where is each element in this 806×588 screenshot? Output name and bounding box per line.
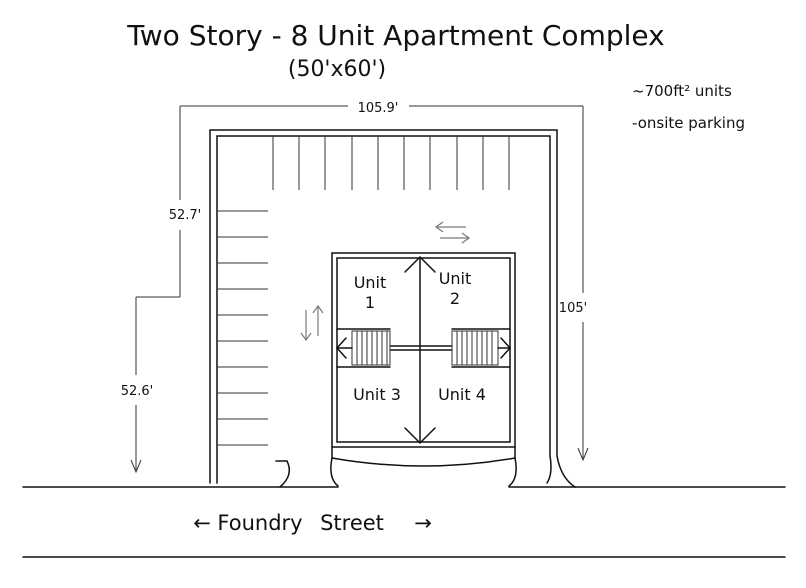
page-title: Two Story - 8 Unit Apartment Complex [126, 19, 664, 52]
unit-1-label: Unit [354, 273, 387, 292]
traffic-arrows-horizontal [434, 221, 471, 244]
street [22, 486, 786, 558]
note-parking: -onsite parking [632, 114, 745, 132]
dimension-left-lower: 52.6' [121, 384, 154, 399]
street-arrow-left: ← [193, 511, 211, 535]
parking-lot [209, 129, 558, 484]
traffic-arrows-vertical [300, 304, 324, 342]
driveway-curbs [275, 446, 576, 488]
dimension-left-upper: 52.7' [169, 208, 202, 223]
unit-1-number: 1 [365, 293, 375, 312]
unit-2-number: 2 [450, 289, 460, 308]
property-boundary [130, 105, 589, 474]
street-name-part1: Foundry [217, 511, 302, 535]
dimension-right: 105' [559, 301, 587, 316]
apartment-building [331, 252, 516, 448]
note-unit-size: ~700ft² units [632, 82, 732, 100]
stairs-right [451, 330, 512, 366]
unit-2-label: Unit [439, 269, 472, 288]
parking-stalls-left [217, 210, 268, 446]
unit-4-label: Unit 4 [438, 385, 486, 404]
page-subtitle: (50'x60') [288, 57, 386, 82]
unit-3-label: Unit 3 [353, 385, 401, 404]
parking-stalls-top [272, 136, 510, 190]
dimension-top: 105.9' [358, 101, 399, 116]
street-arrow-right: → [414, 511, 432, 535]
street-name-part2: Street [320, 511, 384, 535]
stairs-left [335, 330, 391, 366]
